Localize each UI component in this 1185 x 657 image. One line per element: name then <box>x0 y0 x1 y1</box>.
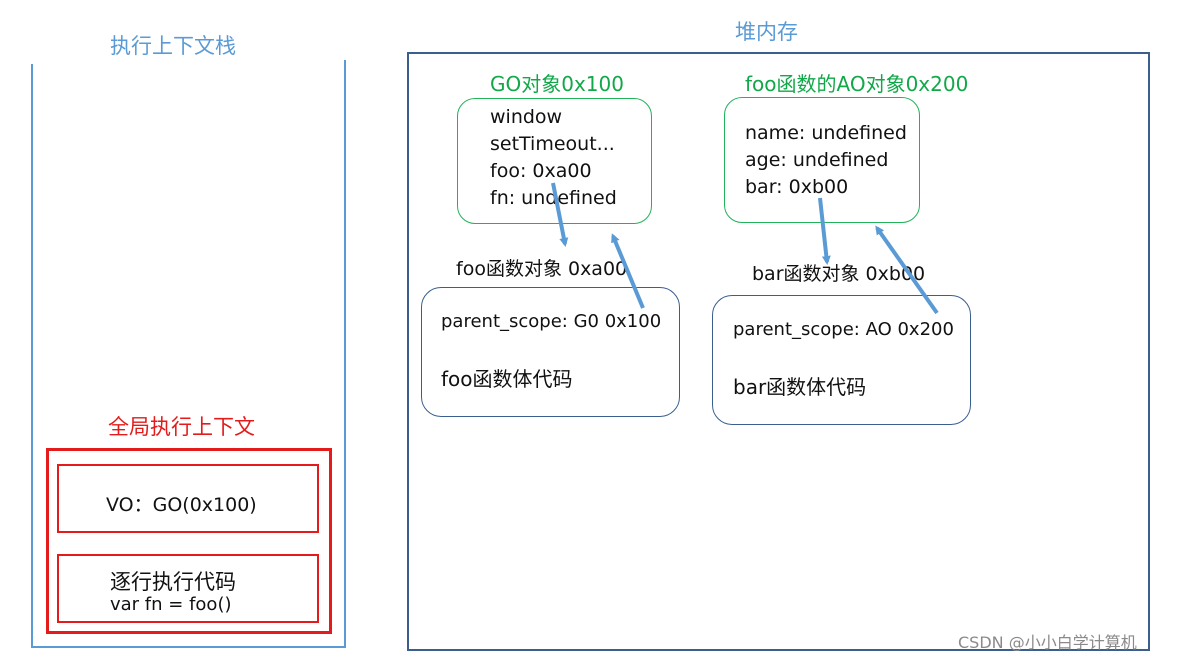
exec-title: 逐行执行代码 <box>110 570 236 594</box>
ao-object-title: foo函数的AO对象0x200 <box>745 72 969 96</box>
go-line: foo: 0xa00 <box>490 160 592 182</box>
foo-parent-scope: parent_scope: G0 0x100 <box>441 311 662 332</box>
exec-box: 逐行执行代码 var fn = foo() <box>57 554 319 623</box>
vo-box: VO：GO(0x100) <box>57 464 319 533</box>
exec-code: var fn = foo() <box>110 594 232 615</box>
arrow-bar-ref <box>818 197 831 265</box>
foo-function-title: foo函数对象 0xa00 <box>456 258 628 280</box>
global-context-title: 全局执行上下文 <box>108 415 255 439</box>
vo-text: VO：GO(0x100) <box>106 494 257 516</box>
go-line: window <box>490 106 563 128</box>
go-line: fn: undefined <box>490 187 617 209</box>
global-context-frame <box>46 448 332 634</box>
stack-bottom <box>31 646 346 648</box>
arrow-bar-parent-scope <box>875 225 939 315</box>
foo-function-box: parent_scope: G0 0x100 foo函数体代码 <box>421 287 680 417</box>
ao-line: age: undefined <box>745 149 889 171</box>
stack-left-wall <box>31 64 33 648</box>
watermark: CSDN @小小白学计算机 <box>958 633 1137 652</box>
go-line: setTimeout... <box>490 133 615 155</box>
ao-line: bar: 0xb00 <box>745 176 849 198</box>
bar-function-box: parent_scope: AO 0x200 bar函数体代码 <box>712 295 971 425</box>
go-object-box <box>457 98 652 224</box>
heap-frame <box>407 52 1150 651</box>
heap-title: 堆内存 <box>735 20 798 44</box>
arrow-foo-parent-scope <box>611 233 645 309</box>
stack-right-wall <box>344 60 346 648</box>
ao-line: name: undefined <box>745 122 907 144</box>
arrow-foo-ref <box>551 182 569 247</box>
bar-function-title: bar函数对象 0xb00 <box>752 263 926 285</box>
go-object-title: GO对象0x100 <box>490 72 624 96</box>
bar-parent-scope: parent_scope: AO 0x200 <box>733 319 954 340</box>
foo-body-code: foo函数体代码 <box>441 367 573 391</box>
bar-body-code: bar函数体代码 <box>733 375 867 399</box>
stack-title: 执行上下文栈 <box>110 34 236 58</box>
